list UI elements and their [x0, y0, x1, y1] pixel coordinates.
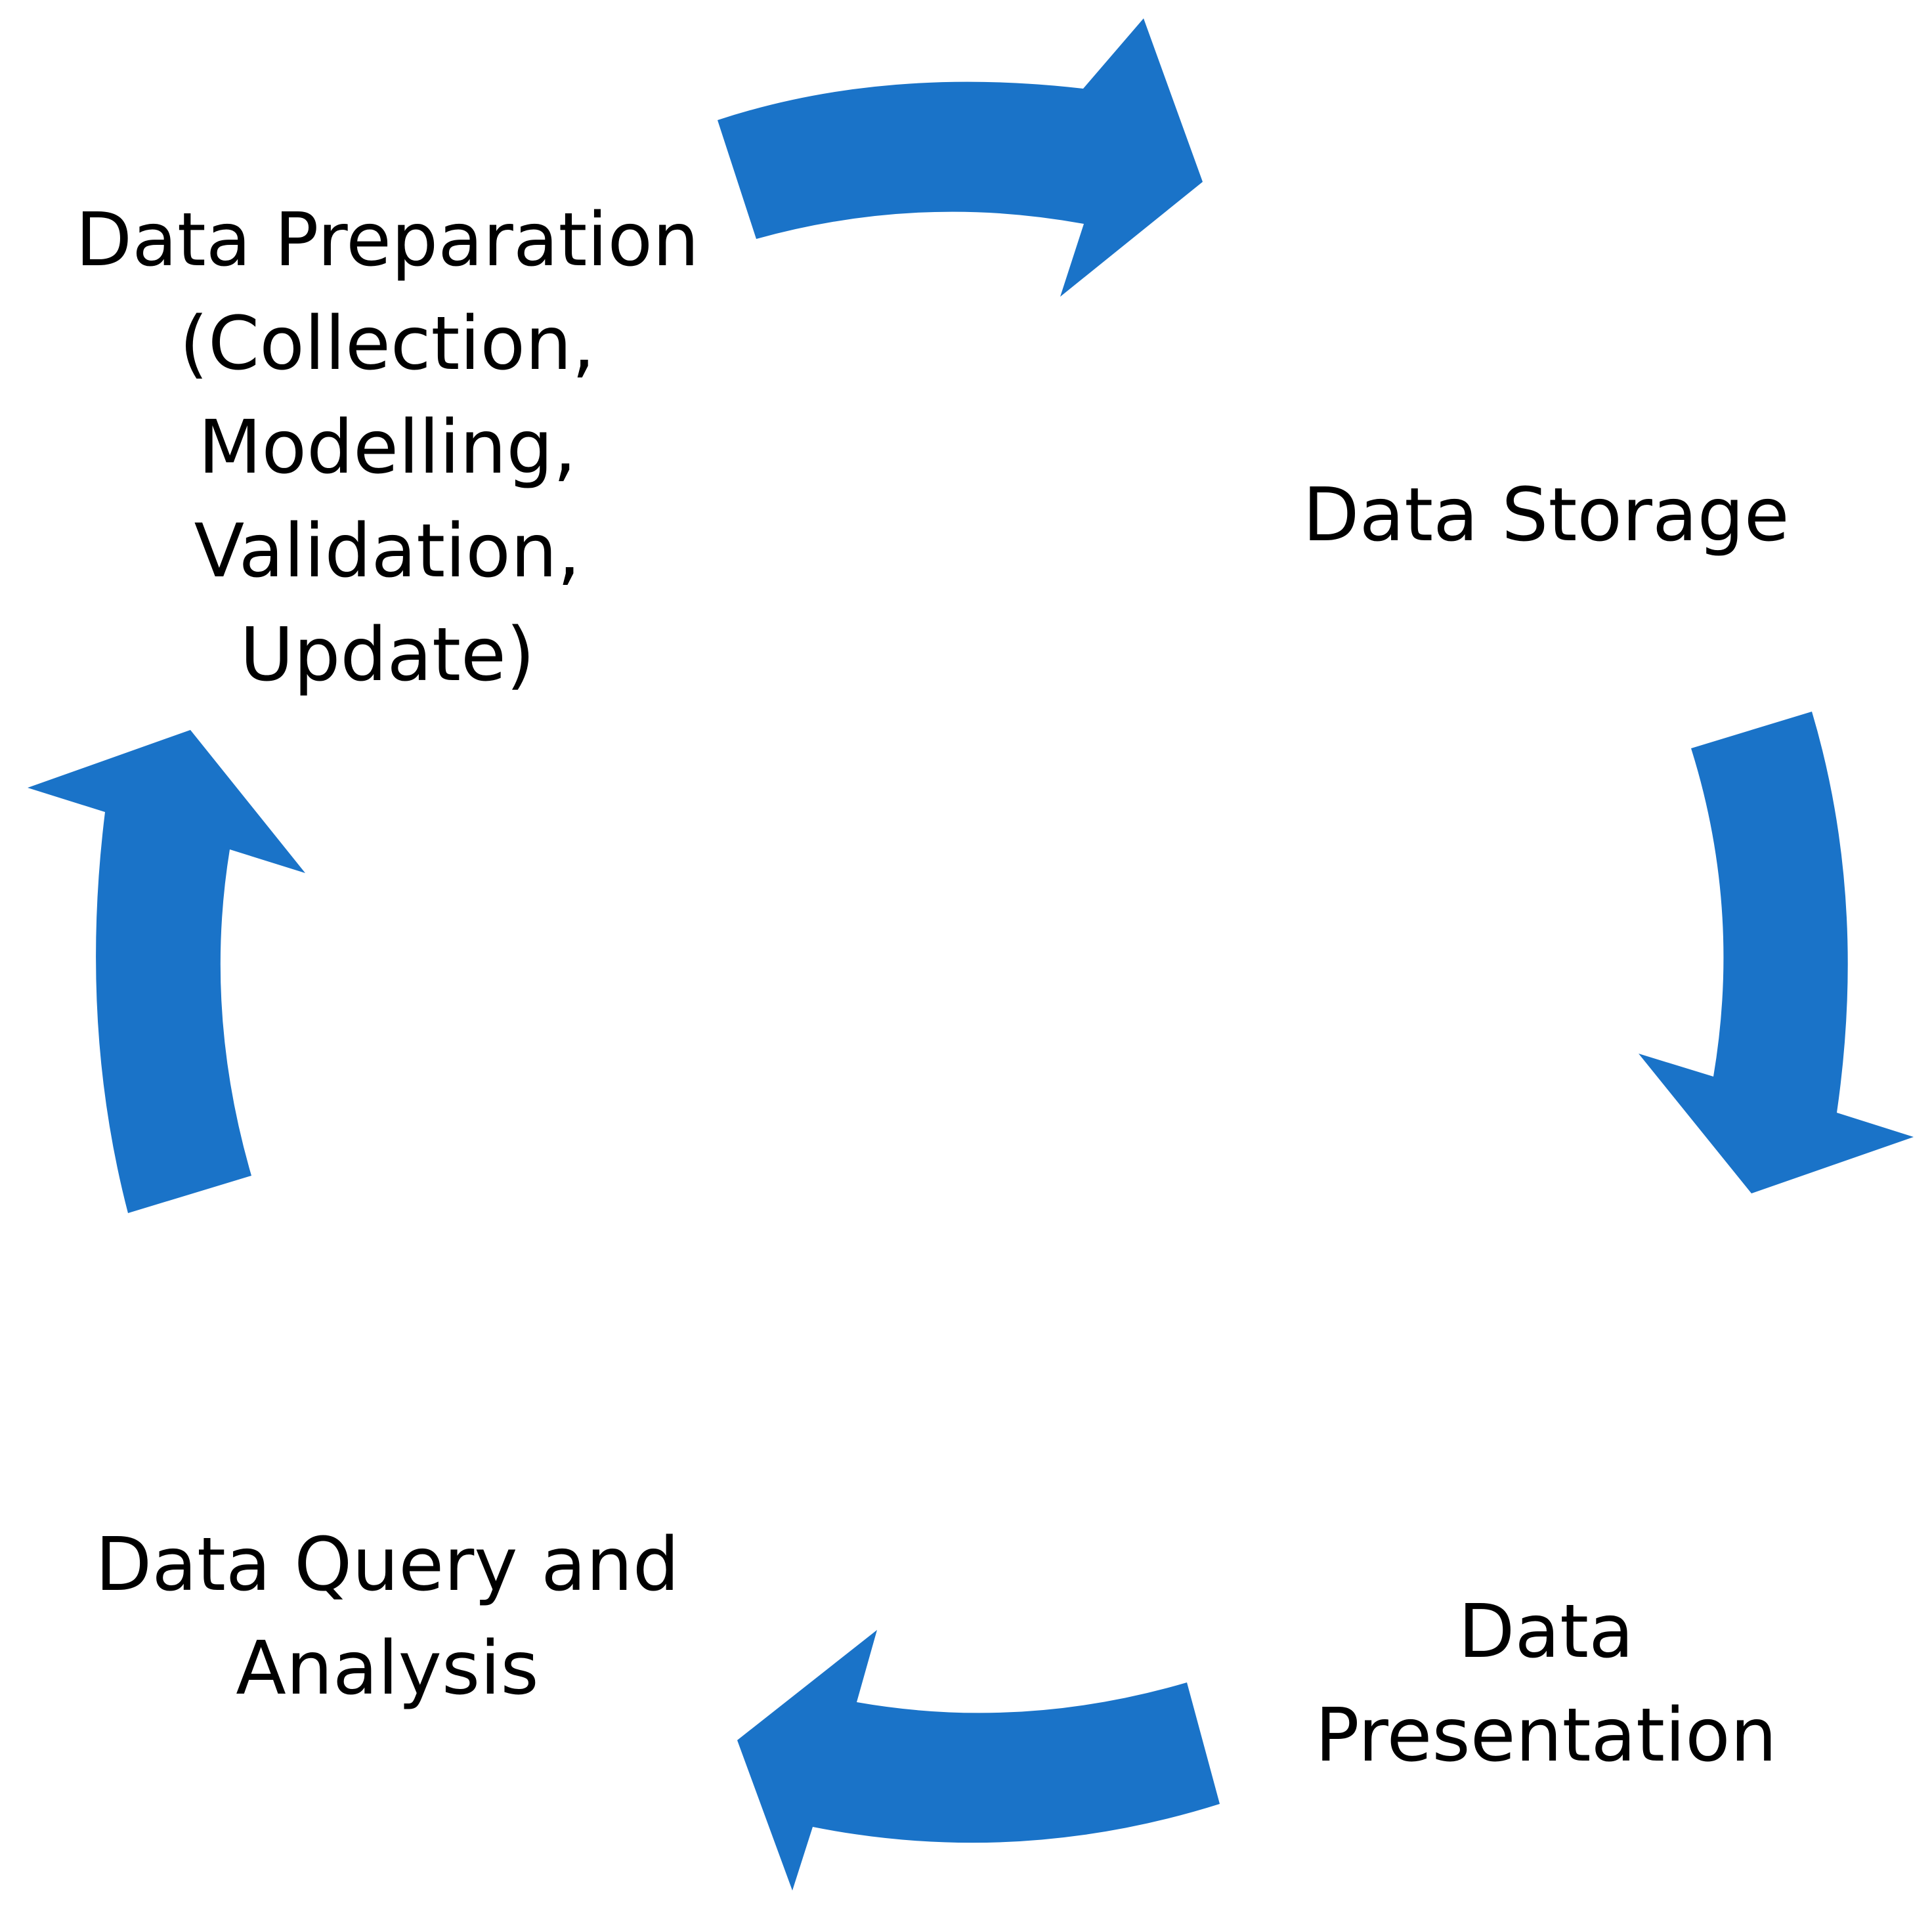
stage-label-line: Update): [240, 612, 535, 698]
stage-label-storage: Data Storage: [1283, 463, 1809, 567]
stage-label-line: Data Storage: [1302, 473, 1790, 558]
stage-label-line: Data: [1458, 1589, 1634, 1675]
stage-label-query: Data Query and Analysis: [59, 1513, 716, 1721]
arrow-presentation-to-query: [737, 1630, 1220, 1891]
stage-label-line: Data Query and: [95, 1522, 679, 1608]
stage-label-presentation: Data Presentation: [1283, 1580, 1809, 1787]
stage-label-line: Analysis: [236, 1626, 539, 1711]
stage-label-line: Presentation: [1315, 1693, 1777, 1778]
stage-label-line: Data Preparation: [75, 198, 700, 283]
stage-label-line: Modelling,: [198, 405, 577, 490]
arrow-storage-to-presentation: [1639, 712, 1914, 1193]
stage-label-line: Validation,: [194, 509, 581, 594]
stage-label-preparation: Data Preparation (Collection, Modelling,…: [59, 188, 716, 707]
stage-label-line: (Collection,: [179, 301, 595, 387]
arrow-preparation-to-storage: [718, 18, 1203, 297]
arrow-query-to-preparation: [28, 730, 305, 1213]
